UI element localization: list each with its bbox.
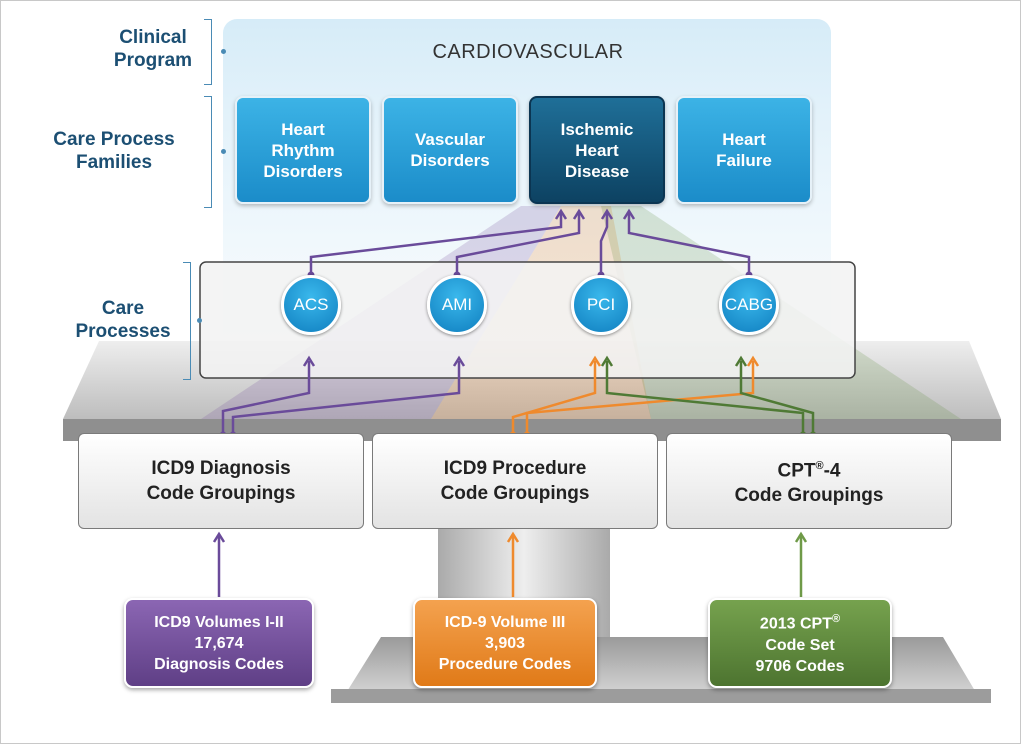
process-pci[interactable]: PCI — [571, 275, 631, 335]
connector-diag-to-ami — [231, 361, 461, 434]
source-line: 2013 CPT® — [760, 609, 840, 634]
connector-proc-to-cabg — [525, 361, 755, 434]
grouping-line2: Code Groupings — [734, 485, 884, 507]
label-care-processes: Care Processes — [75, 298, 171, 342]
label-clinical-program: Clinical Program — [113, 27, 193, 71]
bracket-dot-clinical — [221, 49, 226, 54]
connector-pci-to-ihd — [599, 211, 609, 275]
label-care-process-families: Care Process Families — [53, 129, 175, 173]
arrow-to-ihd — [572, 208, 586, 220]
registered-mark: ® — [831, 613, 841, 626]
grouping-line1: CPT®-4 — [777, 454, 840, 483]
arrow-to-diagnosis — [212, 531, 226, 543]
grouping-line1-b: -4 — [823, 460, 841, 482]
bracket-care-processes — [183, 262, 191, 380]
arrow-to-ami — [452, 355, 466, 367]
arrow-to-acs — [302, 355, 316, 367]
connector-cpt-to-pci — [605, 361, 805, 434]
source-icd9-volume-iii[interactable]: ICD-9 Volume III 3,903 Procedure Codes — [413, 598, 597, 688]
program-title: CARDIOVASCULAR — [432, 41, 624, 63]
connector-cabg-to-ihd — [627, 211, 751, 275]
arrow-to-ihd — [622, 208, 636, 220]
process-acs[interactable]: ACS — [281, 275, 341, 335]
source-line: Code Set — [765, 636, 835, 654]
connector-acs-to-ihd — [309, 211, 563, 275]
grouping-icd9-procedure[interactable]: ICD9 Procedure Code Groupings — [372, 433, 658, 529]
grouping-line2: Code Groupings — [146, 483, 296, 504]
connector-diag-to-acs — [221, 361, 311, 434]
arrow-to-ihd — [554, 208, 568, 220]
arrow-to-ihd — [600, 208, 614, 220]
bracket-dot-families — [221, 149, 226, 154]
grouping-line1: ICD9 Diagnosis — [151, 458, 291, 479]
source-icd9-volumes-i-ii[interactable]: ICD9 Volumes I-II 17,674 Diagnosis Codes — [124, 598, 314, 688]
arrow-to-procedure — [506, 531, 520, 543]
family-ischemic-heart-disease[interactable]: Ischemic Heart Disease — [529, 96, 665, 204]
process-cabg[interactable]: CABG — [719, 275, 779, 335]
family-vascular-disorders[interactable]: Vascular Disorders — [382, 96, 518, 204]
source-line: Procedure Codes — [438, 655, 572, 673]
family-heart-failure[interactable]: Heart Failure — [676, 96, 812, 204]
grouping-cpt4[interactable]: CPT®-4 Code Groupings — [666, 433, 952, 529]
connector-proc-to-pci — [511, 361, 597, 434]
arrow-to-cabg — [734, 355, 748, 367]
arrow-to-cabg — [746, 355, 760, 367]
bracket-dot-processes — [197, 318, 202, 323]
bracket-clinical-program — [204, 19, 212, 85]
connector-ami-to-ihd — [455, 211, 581, 275]
process-ami[interactable]: AMI — [427, 275, 487, 335]
family-heart-rhythm-disorders[interactable]: Heart Rhythm Disorders — [235, 96, 371, 204]
source-line: 17,674 — [194, 634, 244, 652]
source-2013-cpt-code-set[interactable]: 2013 CPT® Code Set 9706 Codes — [708, 598, 892, 688]
pedestal-foot — [331, 689, 991, 703]
source-line: 3,903 — [484, 634, 526, 652]
source-line: Diagnosis Codes — [154, 655, 284, 673]
grouping-line1: ICD9 Procedure — [443, 458, 587, 479]
source-line: 9706 Codes — [755, 657, 845, 675]
grouping-icd9-diagnosis[interactable]: ICD9 Diagnosis Code Groupings — [78, 433, 364, 529]
registered-mark: ® — [815, 459, 824, 472]
source-line: ICD-9 Volume III — [444, 613, 566, 631]
grouping-line1-a: CPT — [777, 460, 816, 482]
source-line1-a: 2013 CPT — [759, 615, 832, 633]
arrow-to-pci — [588, 355, 602, 367]
connector-cpt-to-cabg — [739, 361, 815, 434]
bracket-care-process-families — [204, 96, 212, 208]
grouping-line2: Code Groupings — [440, 483, 590, 504]
arrow-to-pci — [600, 355, 614, 367]
source-line: ICD9 Volumes I-II — [154, 613, 284, 631]
arrow-to-cpt — [794, 531, 808, 543]
